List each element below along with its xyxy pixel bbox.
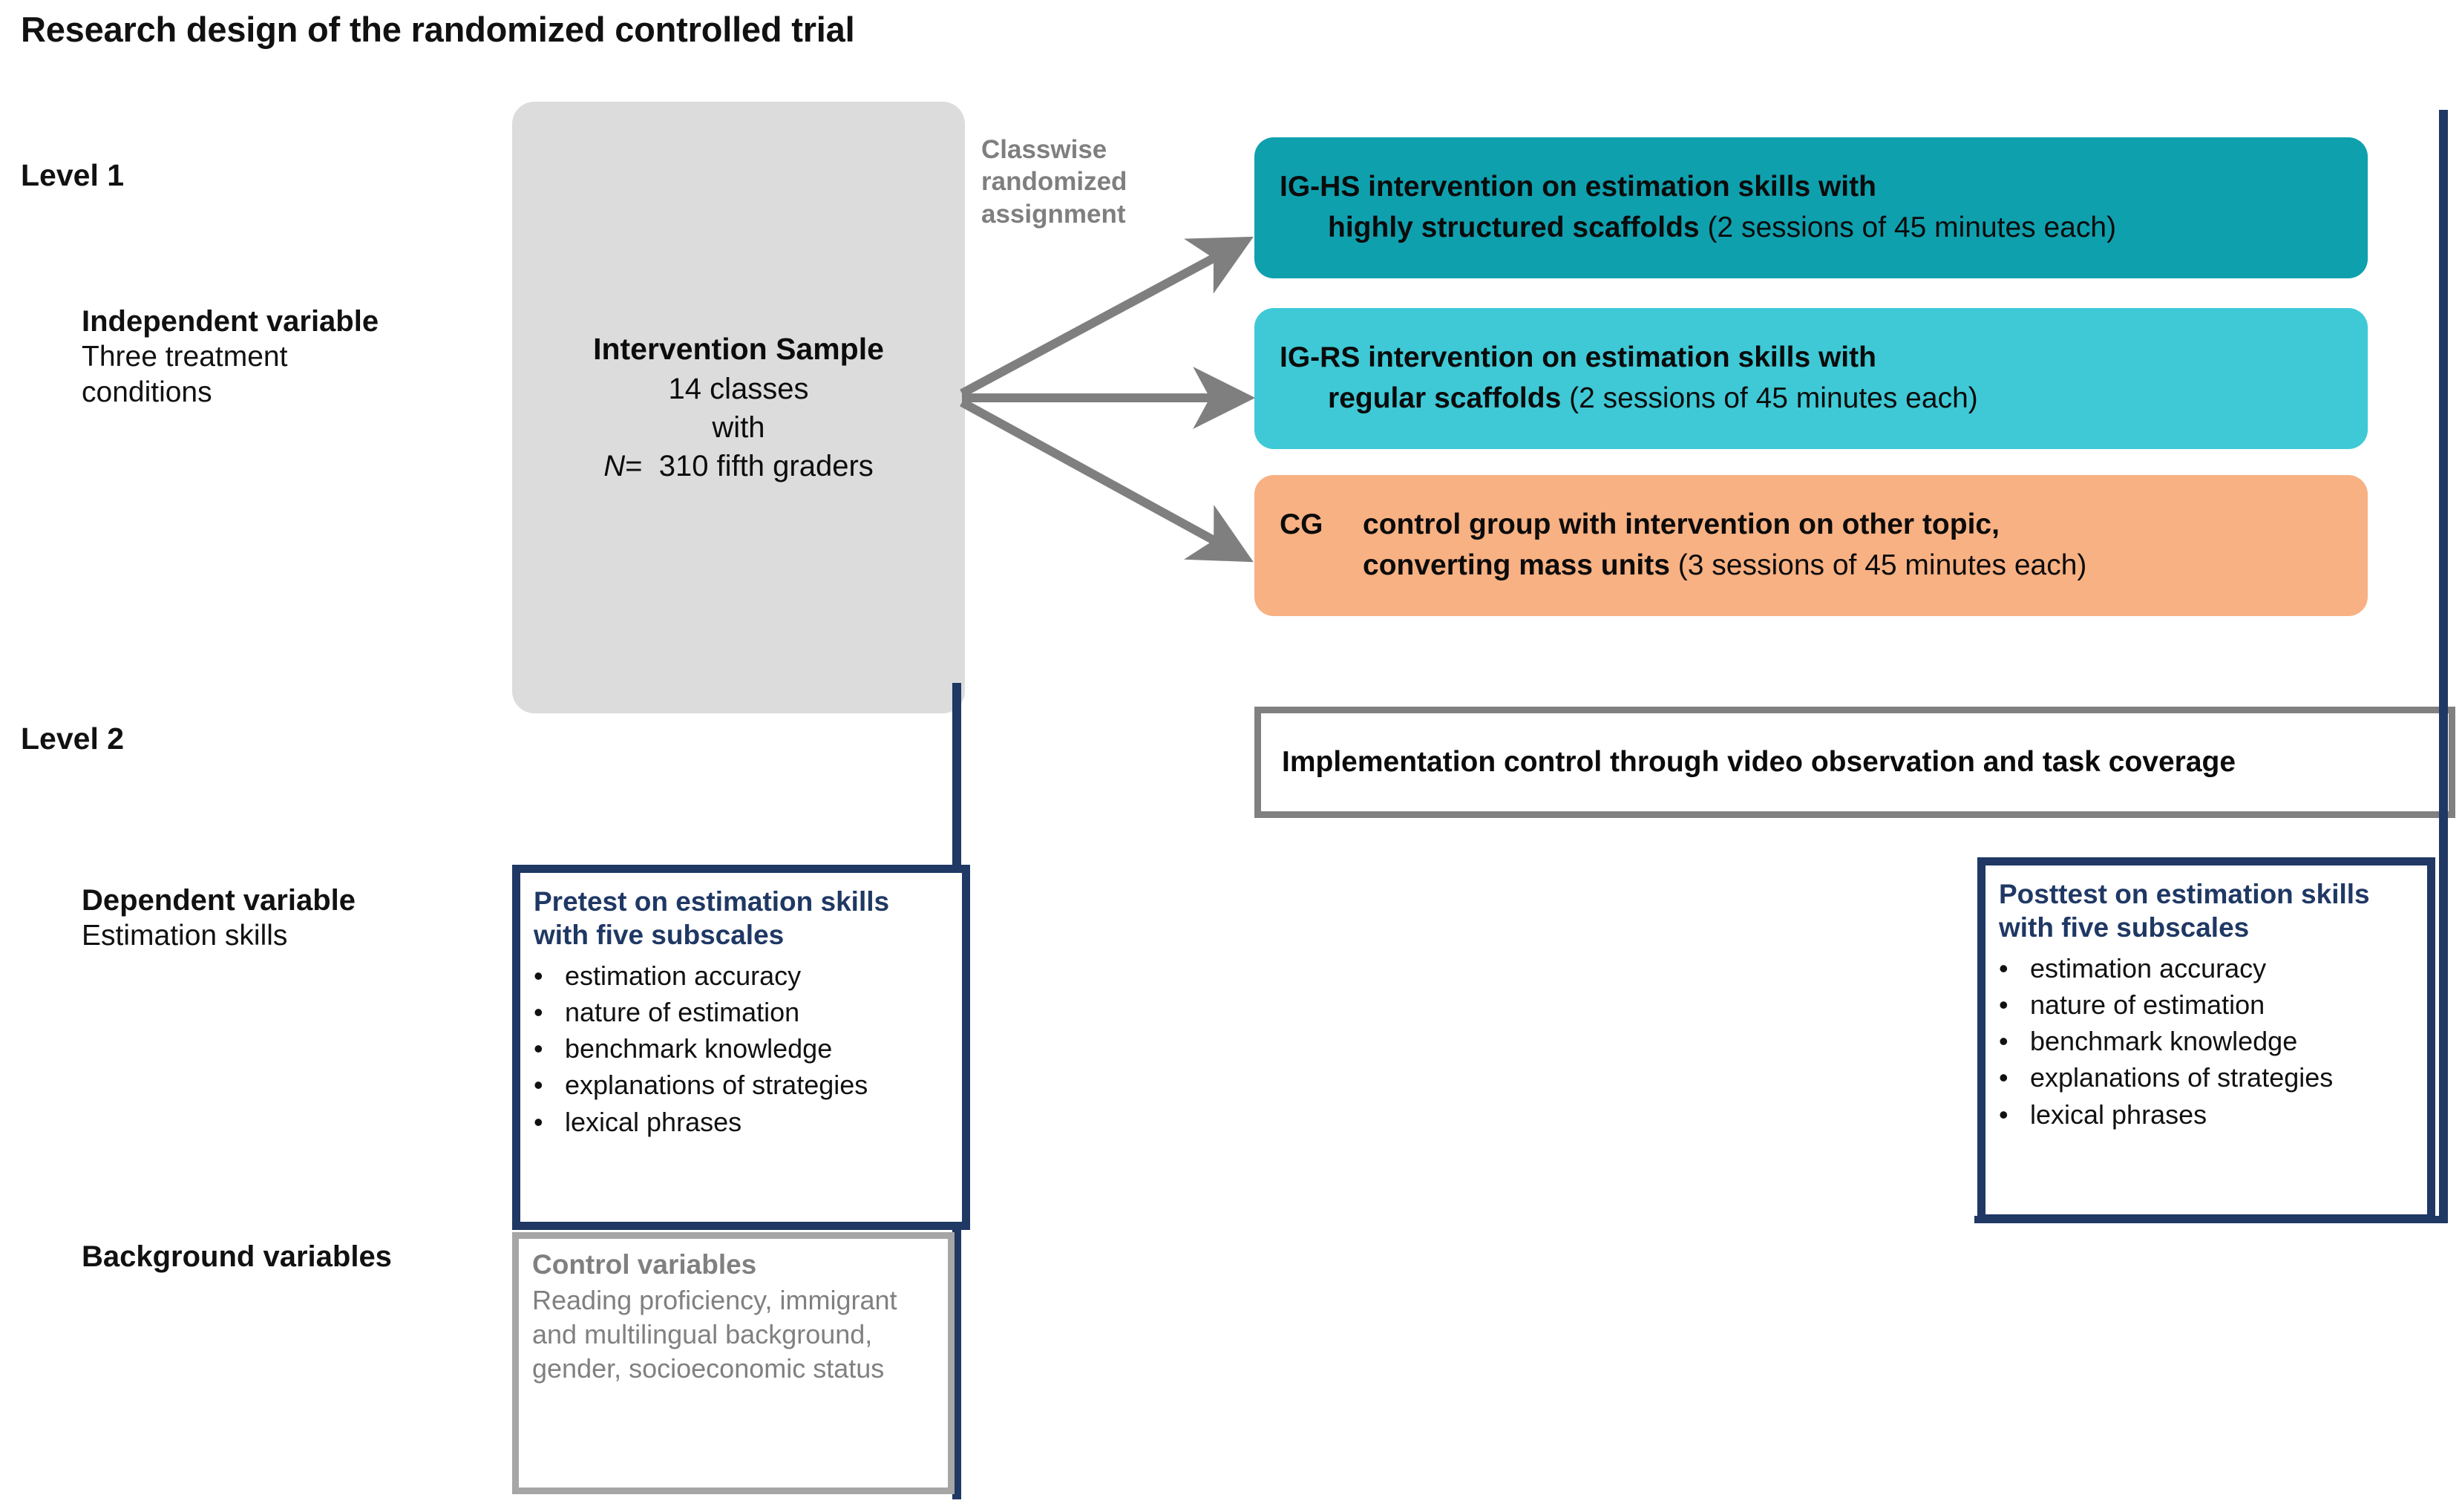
list-item: • estimation accuracy [534, 959, 962, 993]
n-value: 310 fifth graders [658, 449, 874, 482]
dependent-variable-title: Dependent variable [82, 884, 356, 917]
implementation-control-text: Implementation control through video obs… [1282, 746, 2236, 778]
list-item: • estimation accuracy [1999, 952, 2427, 986]
implementation-control-box: Implementation control through video obs… [1254, 707, 2455, 818]
condition-ighs-line1: intervention on estimation skills with [1360, 171, 1876, 203]
intervention-sample-box: Intervention Sample 14 classes with N= 3… [512, 102, 965, 713]
n-equals: = [625, 449, 643, 482]
intervention-sample-classes: 14 classes [668, 372, 809, 405]
bullet-icon: • [534, 1106, 543, 1137]
background-variables-title: Background variables [82, 1240, 392, 1273]
independent-variable-caption: Independent variable Three treatment con… [82, 304, 557, 410]
condition-cg-text: CG control group with intervention on oth… [1254, 505, 2112, 586]
bullet-icon: • [1999, 989, 2008, 1021]
pretest-title: Pretest on estimation skills with five s… [520, 873, 962, 956]
list-item: • benchmark knowledge [1999, 1024, 2427, 1058]
pretest-item-1: nature of estimation [565, 997, 800, 1028]
randomization-note: Classwise randomized assignment [981, 134, 1182, 230]
condition-box-igrs: IG-RS intervention on estimation skills … [1254, 308, 2368, 449]
bullet-icon: • [534, 1033, 543, 1064]
bullet-icon: • [1999, 1099, 2008, 1130]
bullet-icon: • [1999, 1026, 2008, 1057]
condition-igrs-line1: intervention on estimation skills with [1360, 341, 1876, 374]
intervention-sample-title: Intervention Sample [593, 332, 884, 367]
arrow-to-ighs [960, 236, 1254, 398]
list-item: • explanations of strategies [534, 1068, 962, 1102]
pretest-box: Pretest on estimation skills with five s… [512, 865, 970, 1230]
list-item: • explanations of strategies [1999, 1061, 2427, 1095]
n-symbol: N [603, 449, 626, 482]
randomization-note-line-1: Classwise [981, 135, 1107, 164]
independent-variable-sub-2: conditions [82, 376, 212, 408]
list-item: • lexical phrases [534, 1105, 962, 1139]
randomization-note-line-3: assignment [981, 199, 1126, 229]
condition-cg-line1: control group with intervention on other… [1363, 508, 2000, 541]
posttest-item-0: estimation accuracy [2030, 953, 2267, 984]
condition-box-ighs: IG-HS intervention on estimation skills … [1254, 137, 2368, 278]
posttest-item-1: nature of estimation [2030, 989, 2265, 1021]
list-item: • nature of estimation [534, 995, 962, 1030]
condition-igrs-line2-bold: regular scaffolds [1328, 382, 1562, 414]
navy-bracket-right [2439, 110, 2448, 1223]
independent-variable-sub-1: Three treatment [82, 341, 288, 373]
condition-igrs-tag: IG-RS [1280, 341, 1361, 374]
condition-ighs-line2-bold: highly structured scaffolds [1328, 212, 1700, 243]
pretest-item-2: benchmark knowledge [565, 1033, 833, 1064]
list-item: • benchmark knowledge [534, 1032, 962, 1066]
condition-ighs-text: IG-HS intervention on estimation skills … [1254, 167, 2141, 248]
condition-cg-tag: CG [1280, 508, 1323, 541]
level-1-label: Level 1 [21, 158, 125, 192]
bullet-icon: • [1999, 1062, 2008, 1093]
bullet-icon: • [534, 1070, 543, 1101]
independent-variable-title: Independent variable [82, 305, 379, 338]
pretest-item-0: estimation accuracy [565, 960, 802, 992]
condition-cg-line2-bold: converting mass units [1363, 549, 1670, 581]
intervention-sample-text: Intervention Sample 14 classes with N= 3… [593, 330, 884, 485]
pretest-item-4: lexical phrases [565, 1106, 742, 1137]
control-variables-body: Reading proficiency, immigrant and multi… [532, 1285, 897, 1384]
condition-ighs-line2-rest: (2 sessions of 45 minutes each) [1699, 212, 2117, 243]
condition-cg-line2-rest: (3 sessions of 45 minutes each) [1669, 549, 2087, 581]
pretest-item-3: explanations of strategies [565, 1070, 868, 1101]
posttest-item-3: explanations of strategies [2030, 1062, 2334, 1093]
intervention-sample-n: N= 310 fifth graders [593, 447, 884, 485]
pretest-title-line-2: with five subscales [534, 920, 785, 951]
posttest-title-line-2: with five subscales [1999, 912, 2250, 943]
posttest-box: Posttest on estimation skills with five … [1977, 857, 2435, 1223]
pretest-subscale-list: • estimation accuracy • nature of estimati… [520, 956, 962, 1139]
pretest-title-line-1: Pretest on estimation skills [534, 886, 890, 917]
condition-ighs-tag: IG-HS [1280, 171, 1361, 203]
condition-igrs-text: IG-RS intervention on estimation skills … [1254, 338, 2003, 419]
arrow-to-cg [960, 398, 1254, 563]
randomization-note-line-2: randomized [981, 167, 1127, 197]
randomization-arrows [960, 236, 1256, 563]
list-item: • nature of estimation [1999, 988, 2427, 1022]
condition-igrs-line2-rest: (2 sessions of 45 minutes each) [1561, 382, 1978, 414]
intervention-sample-with: with [712, 410, 765, 444]
dependent-variable-sub-1: Estimation skills [82, 920, 288, 952]
posttest-item-2: benchmark knowledge [2030, 1026, 2298, 1057]
dependent-variable-caption: Dependent variable Estimation skills [82, 883, 557, 954]
bullet-icon: • [534, 997, 543, 1028]
condition-box-cg: CG control group with intervention on oth… [1254, 475, 2368, 616]
bullet-icon: • [1999, 953, 2008, 984]
control-variables-box: Control variables Reading proficiency, i… [512, 1232, 955, 1494]
posttest-title-line-1: Posttest on estimation skills [1999, 879, 2370, 909]
control-variables-title: Control variables [532, 1249, 757, 1280]
posttest-subscale-list: • estimation accuracy • nature of estimati… [1985, 949, 2427, 1131]
posttest-item-4: lexical phrases [2030, 1099, 2207, 1130]
list-item: • lexical phrases [1999, 1098, 2427, 1132]
level-2-label: Level 2 [21, 721, 125, 756]
background-variables-caption: Background variables [82, 1240, 557, 1274]
bullet-icon: • [534, 960, 543, 992]
posttest-title: Posttest on estimation skills with five … [1985, 865, 2427, 949]
page-title: Research design of the randomized contro… [21, 10, 855, 49]
